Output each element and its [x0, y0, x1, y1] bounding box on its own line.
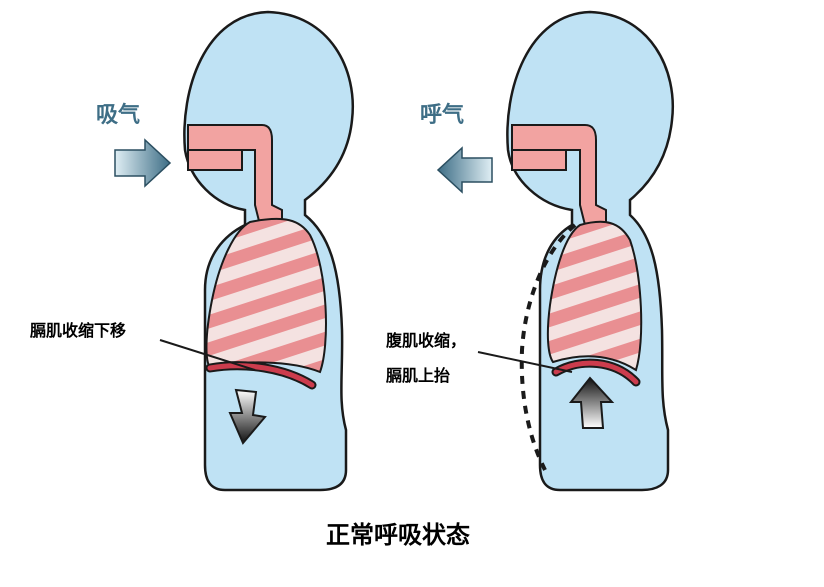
exhale-note-pointer: [477, 351, 573, 373]
exhale-lung: [546, 220, 643, 372]
exhale-abdomen-dashed-line: [519, 223, 577, 471]
inhale-label: 吸气: [96, 103, 141, 128]
inhale-note-pointer: [159, 339, 256, 371]
inhale-figure: [114, 10, 355, 492]
inhale-arrow-icon: [114, 138, 172, 188]
exhale-label: 呼气: [420, 103, 465, 128]
inhale-lung: [205, 217, 327, 374]
diaphragm-up-arrow-icon: [568, 376, 615, 429]
exhale-note-line1: 腹肌收缩，: [386, 331, 467, 350]
diaphragm-down-arrow-icon: [228, 388, 267, 445]
exhale-note-line2: 膈肌上抬: [386, 366, 451, 385]
diagram-caption: 正常呼吸状态: [326, 521, 470, 549]
inhale-diaphragm-note: 膈肌收缩下移: [30, 321, 127, 340]
exhale-figure: [436, 10, 675, 492]
exhale-arrow-icon: [436, 146, 493, 194]
